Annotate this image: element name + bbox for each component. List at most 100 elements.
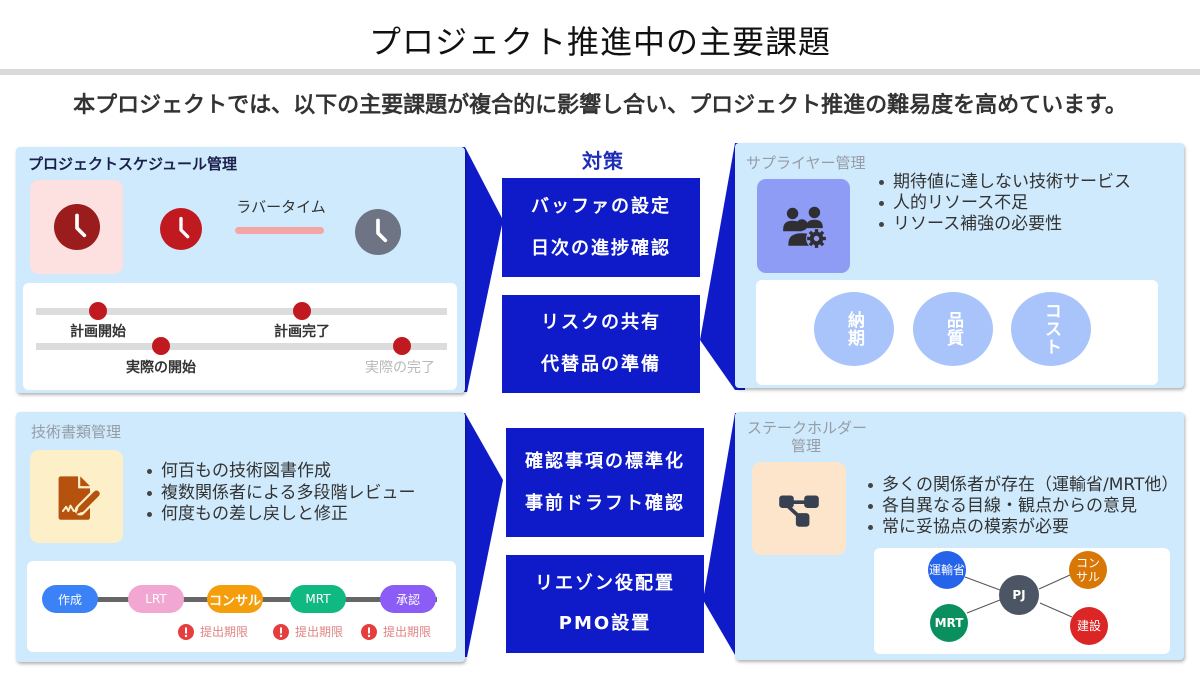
page-title: プロジェクト推進中の主要課題 — [368, 23, 831, 61]
factor-cost: コスト — [1011, 292, 1091, 366]
panel-title-line: 管理 — [790, 437, 821, 455]
node-label: 建設 — [1076, 619, 1101, 633]
deadline-label: 提出期限 — [295, 625, 344, 639]
documents-issue-list: 何百もの技術図書作成 複数関係者による多段階レビュー 何度もの差し戻しと修正 — [145, 461, 416, 526]
factor-delivery: 納期 — [814, 292, 894, 366]
connector-supplier — [700, 143, 745, 390]
bullet-icon — [147, 469, 152, 475]
node-label: サル — [1075, 570, 1100, 584]
workflow-step-create: 作成 — [42, 585, 98, 613]
warning-icon — [273, 623, 289, 640]
connector-stakeholders — [703, 413, 745, 655]
bullet-icon — [879, 201, 884, 206]
list-item: 多くの関係者が存在（運輸省/MRT他） — [866, 475, 1178, 496]
countermeasure-line: 確認事項の標準化 — [525, 450, 685, 472]
deadline-label: 提出期限 — [200, 625, 249, 639]
countermeasure-line: バッファの設定 — [531, 195, 671, 217]
list-item: 何度もの差し戻しと修正 — [145, 504, 416, 526]
team-gear-icon — [782, 206, 827, 249]
bullet-icon — [868, 504, 873, 509]
list-item-text: 何百もの技術図書作成 — [161, 461, 331, 481]
node-construction: 建設 — [1070, 607, 1108, 645]
connector-documents — [455, 413, 503, 657]
network-icon — [779, 494, 819, 527]
documents-icon-box — [30, 450, 123, 543]
stakeholder-network: 運輸省 MRT PJ コン サル 建設 — [874, 548, 1170, 654]
schedule-timeline: 計画開始 計画完了 実際の開始 実際の完了 — [23, 283, 457, 390]
deadline-marker: 提出期限 — [273, 623, 343, 640]
warning-icon — [361, 623, 377, 640]
connector-schedule — [455, 147, 503, 392]
network-links — [964, 574, 1073, 618]
supplier-issue-list: 期待値に達しない技術サービス 人的リソース不足 リソース補強の必要性 — [877, 172, 1131, 235]
countermeasure-line: リスクの共有 — [541, 312, 661, 333]
supplier-icon-box — [757, 179, 850, 273]
panel-title: 技術書類管理 — [31, 423, 122, 441]
actual-end-marker — [393, 337, 411, 355]
bullet-icon — [868, 483, 873, 488]
factor-label: 品質 — [943, 311, 963, 347]
countermeasures-heading: 対策 — [582, 149, 624, 173]
bullet-icon — [879, 222, 884, 227]
countermeasure-line: リエゾン役配置 — [535, 573, 675, 594]
list-item-text: 人的リソース不足 — [893, 193, 1029, 213]
countermeasure-line: 事前ドラフト確認 — [525, 492, 685, 514]
countermeasure-line: PMO設置 — [558, 613, 652, 634]
workflow-step-mrt: MRT — [290, 585, 346, 613]
factor-quality: 品質 — [913, 292, 993, 366]
stakeholders-issue-list: 多くの関係者が存在（運輸省/MRT他） 各自異なる目線・観点からの意見 常に妥協… — [866, 475, 1178, 538]
stakeholders-icon-box — [752, 462, 846, 555]
clock-icon-box — [30, 180, 123, 274]
list-item-text: 常に妥協点の模索が必要 — [882, 517, 1069, 537]
node-ministry: 運輸省 — [928, 551, 966, 589]
node-consultant: コン サル — [1069, 551, 1107, 589]
clock-icon — [53, 204, 100, 250]
list-item: 人的リソース不足 — [877, 193, 1131, 214]
node-label: MRT — [934, 616, 964, 630]
workflow-step-consultant: コンサル — [207, 585, 263, 613]
planned-end-clock-icon — [160, 208, 202, 250]
deadline-marker: 提出期限 — [178, 623, 248, 640]
planned-start-label: 計画開始 — [70, 324, 126, 340]
actual-end-clock-icon — [355, 209, 401, 255]
page-subtitle: 本プロジェクトでは、以下の主要課題が複合的に影響し合い、プロジェクト推進の難易度… — [73, 93, 1127, 118]
supplier-factors: 納期 品質 コスト — [756, 280, 1158, 385]
node-mrt: MRT — [930, 604, 968, 642]
workflow-step-lrt: LRT — [128, 585, 184, 613]
planned-end-marker — [293, 302, 311, 320]
panel-title-line: ステークホルダー — [747, 419, 868, 437]
list-item-text: 複数関係者による多段階レビュー — [161, 482, 416, 503]
actual-start-label: 実際の開始 — [126, 360, 196, 376]
planned-track — [36, 308, 447, 315]
deadline-marker: 提出期限 — [361, 623, 431, 640]
rubber-time-label: ラバータイム — [236, 198, 326, 216]
list-item: 期待値に達しない技術サービス — [877, 172, 1131, 193]
node-label: PJ — [1012, 588, 1026, 602]
actual-start-marker — [152, 337, 170, 355]
stakeholders-panel: ステークホルダー 管理 多くの関係者が存在（運輸省/MRT他） 各自異なる目線・… — [735, 412, 1184, 660]
countermeasure-box-stakeholders: リエゾン役配置 PMO設置 — [506, 555, 704, 653]
list-item: 各自異なる目線・観点からの意見 — [866, 496, 1178, 517]
title-divider — [0, 69, 1200, 75]
workflow-step-approve: 承認 — [380, 585, 436, 613]
list-item: 常に妥協点の模索が必要 — [866, 517, 1178, 538]
countermeasure-line: 日次の進捗確認 — [531, 237, 671, 259]
panel-title: サプライヤー管理 — [746, 154, 866, 172]
factor-label: コスト — [1041, 302, 1061, 356]
bullet-icon — [879, 180, 884, 185]
list-item-text: 多くの関係者が存在（運輸省/MRT他） — [882, 475, 1179, 495]
countermeasure-box-documents: 確認事項の標準化 事前ドラフト確認 — [506, 428, 704, 537]
countermeasure-box-supplier: リスクの共有 代替品の準備 — [502, 295, 700, 393]
node-project-center: PJ — [999, 575, 1039, 615]
bullet-icon — [147, 490, 152, 496]
warning-icon — [178, 623, 194, 640]
schedule-panel: プロジェクトスケジュール管理 ラバータイム 計画開始 計画完了 実際の開始 実際… — [16, 147, 465, 393]
review-workflow: 作成 LRT コンサル MRT 承認 提出期限 提出期限 提出期限 — [27, 561, 456, 652]
list-item: 何百もの技術図書作成 — [145, 461, 416, 483]
planned-end-label: 計画完了 — [274, 324, 330, 340]
countermeasure-line: 代替品の準備 — [541, 354, 661, 375]
list-item-text: 何度もの差し戻しと修正 — [161, 504, 348, 524]
list-item-text: 各自異なる目線・観点からの意見 — [882, 496, 1137, 516]
factor-label: 納期 — [844, 311, 864, 347]
